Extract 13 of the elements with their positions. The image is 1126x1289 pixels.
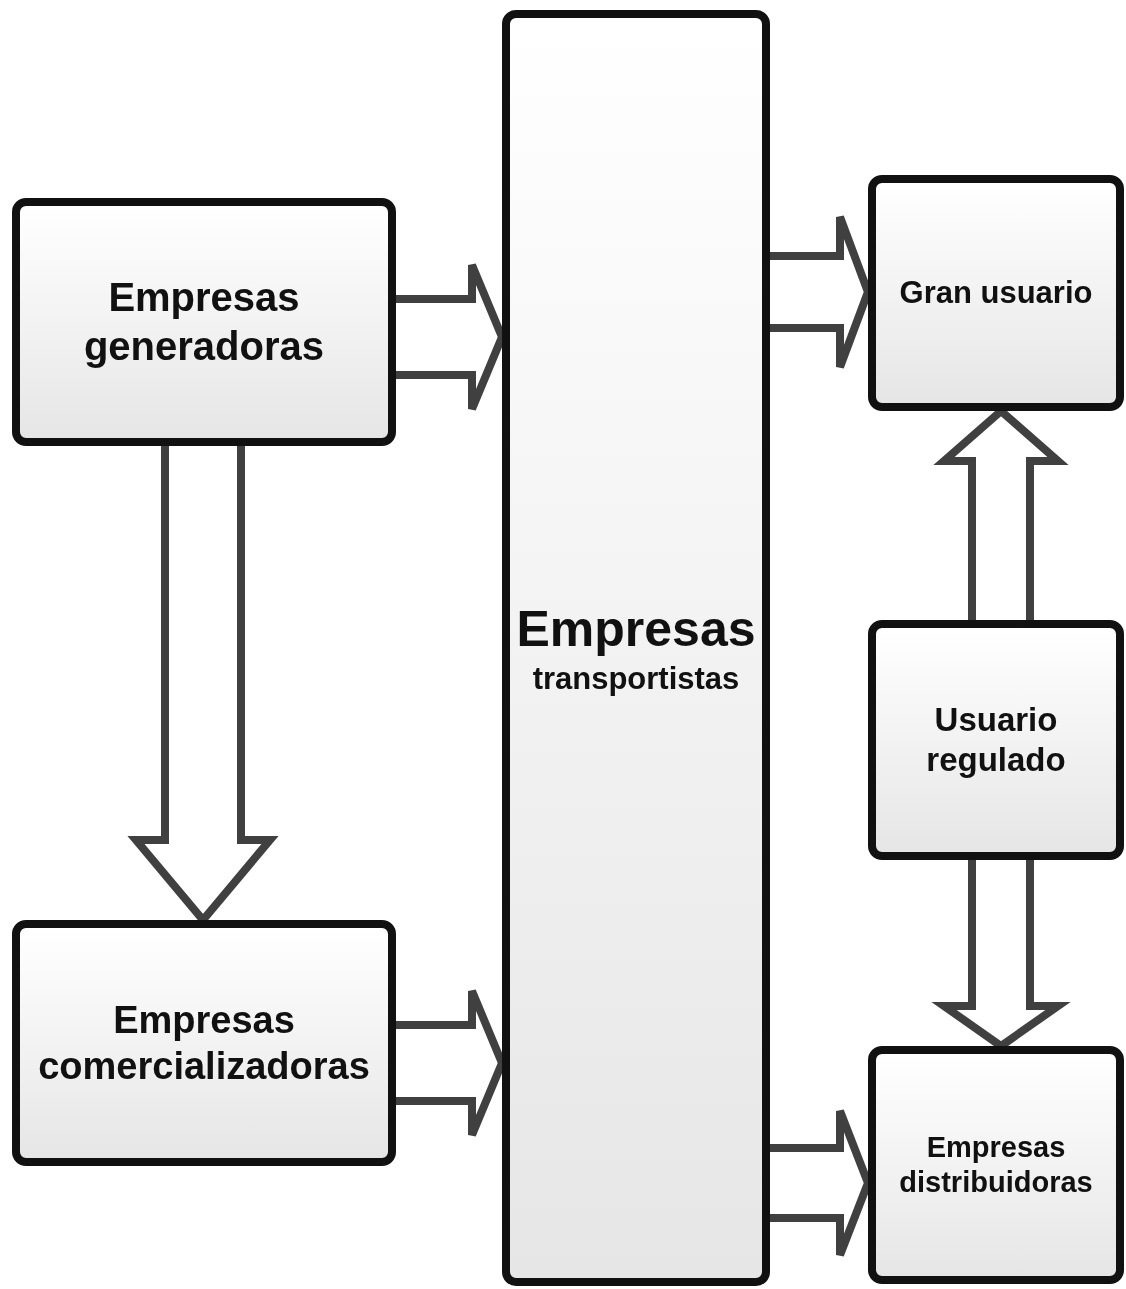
process-box [868,175,1124,411]
box-label: Empresas generadoras [82,274,326,370]
process-box [502,10,770,1286]
process-box [12,198,396,446]
box-label: transportistas [532,659,740,698]
process-box [868,1046,1124,1284]
box-label: Empresas distribuidoras [898,1129,1094,1200]
box-label: Empresas [516,599,756,659]
process-box [868,620,1124,860]
box-label: Usuario regulado [925,699,1067,780]
process-box [12,920,396,1166]
box-label: Empresas comercializadoras [37,997,371,1089]
box-label: Gran usuario [899,274,1093,312]
